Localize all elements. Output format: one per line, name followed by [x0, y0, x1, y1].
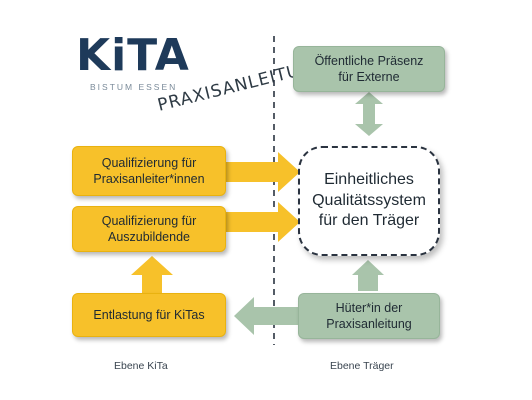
logo-word: KiTA [76, 30, 190, 81]
box-entlastung-kitas: Entlastung für KiTas [72, 293, 226, 337]
arrow-qpraxis-to-system [226, 152, 300, 192]
kita-logo: KiTA BISTUM ESSEN [76, 30, 196, 93]
box-einheitliches-qualitaetssystem: Einheitliches Qualitätssystem für den Tr… [298, 146, 440, 256]
box-hueter-praxisanleitung: Hüter*in der Praxisanleitung [298, 293, 440, 339]
arrow-entlastung-to-qazubi [131, 256, 173, 293]
label-ebene-kita: Ebene KiTa [114, 360, 168, 372]
arrow-hueter-to-entlastung [234, 297, 298, 335]
arrow-qazubi-to-system [226, 202, 300, 242]
logo-subtitle: BISTUM ESSEN [90, 82, 178, 92]
box-qualifizierung-praxisanleiter: Qualifizierung für Praxisanleiter*innen [72, 146, 226, 196]
box-qualifizierung-auszubildende: Qualifizierung für Auszubildende [72, 206, 226, 252]
arrow-system-praesenz [355, 92, 383, 136]
arrow-hueter-to-system [352, 260, 384, 291]
label-ebene-traeger: Ebene Träger [330, 360, 394, 372]
box-oeffentliche-praesenz: Öffentliche Präsenz für Externe [293, 46, 445, 92]
